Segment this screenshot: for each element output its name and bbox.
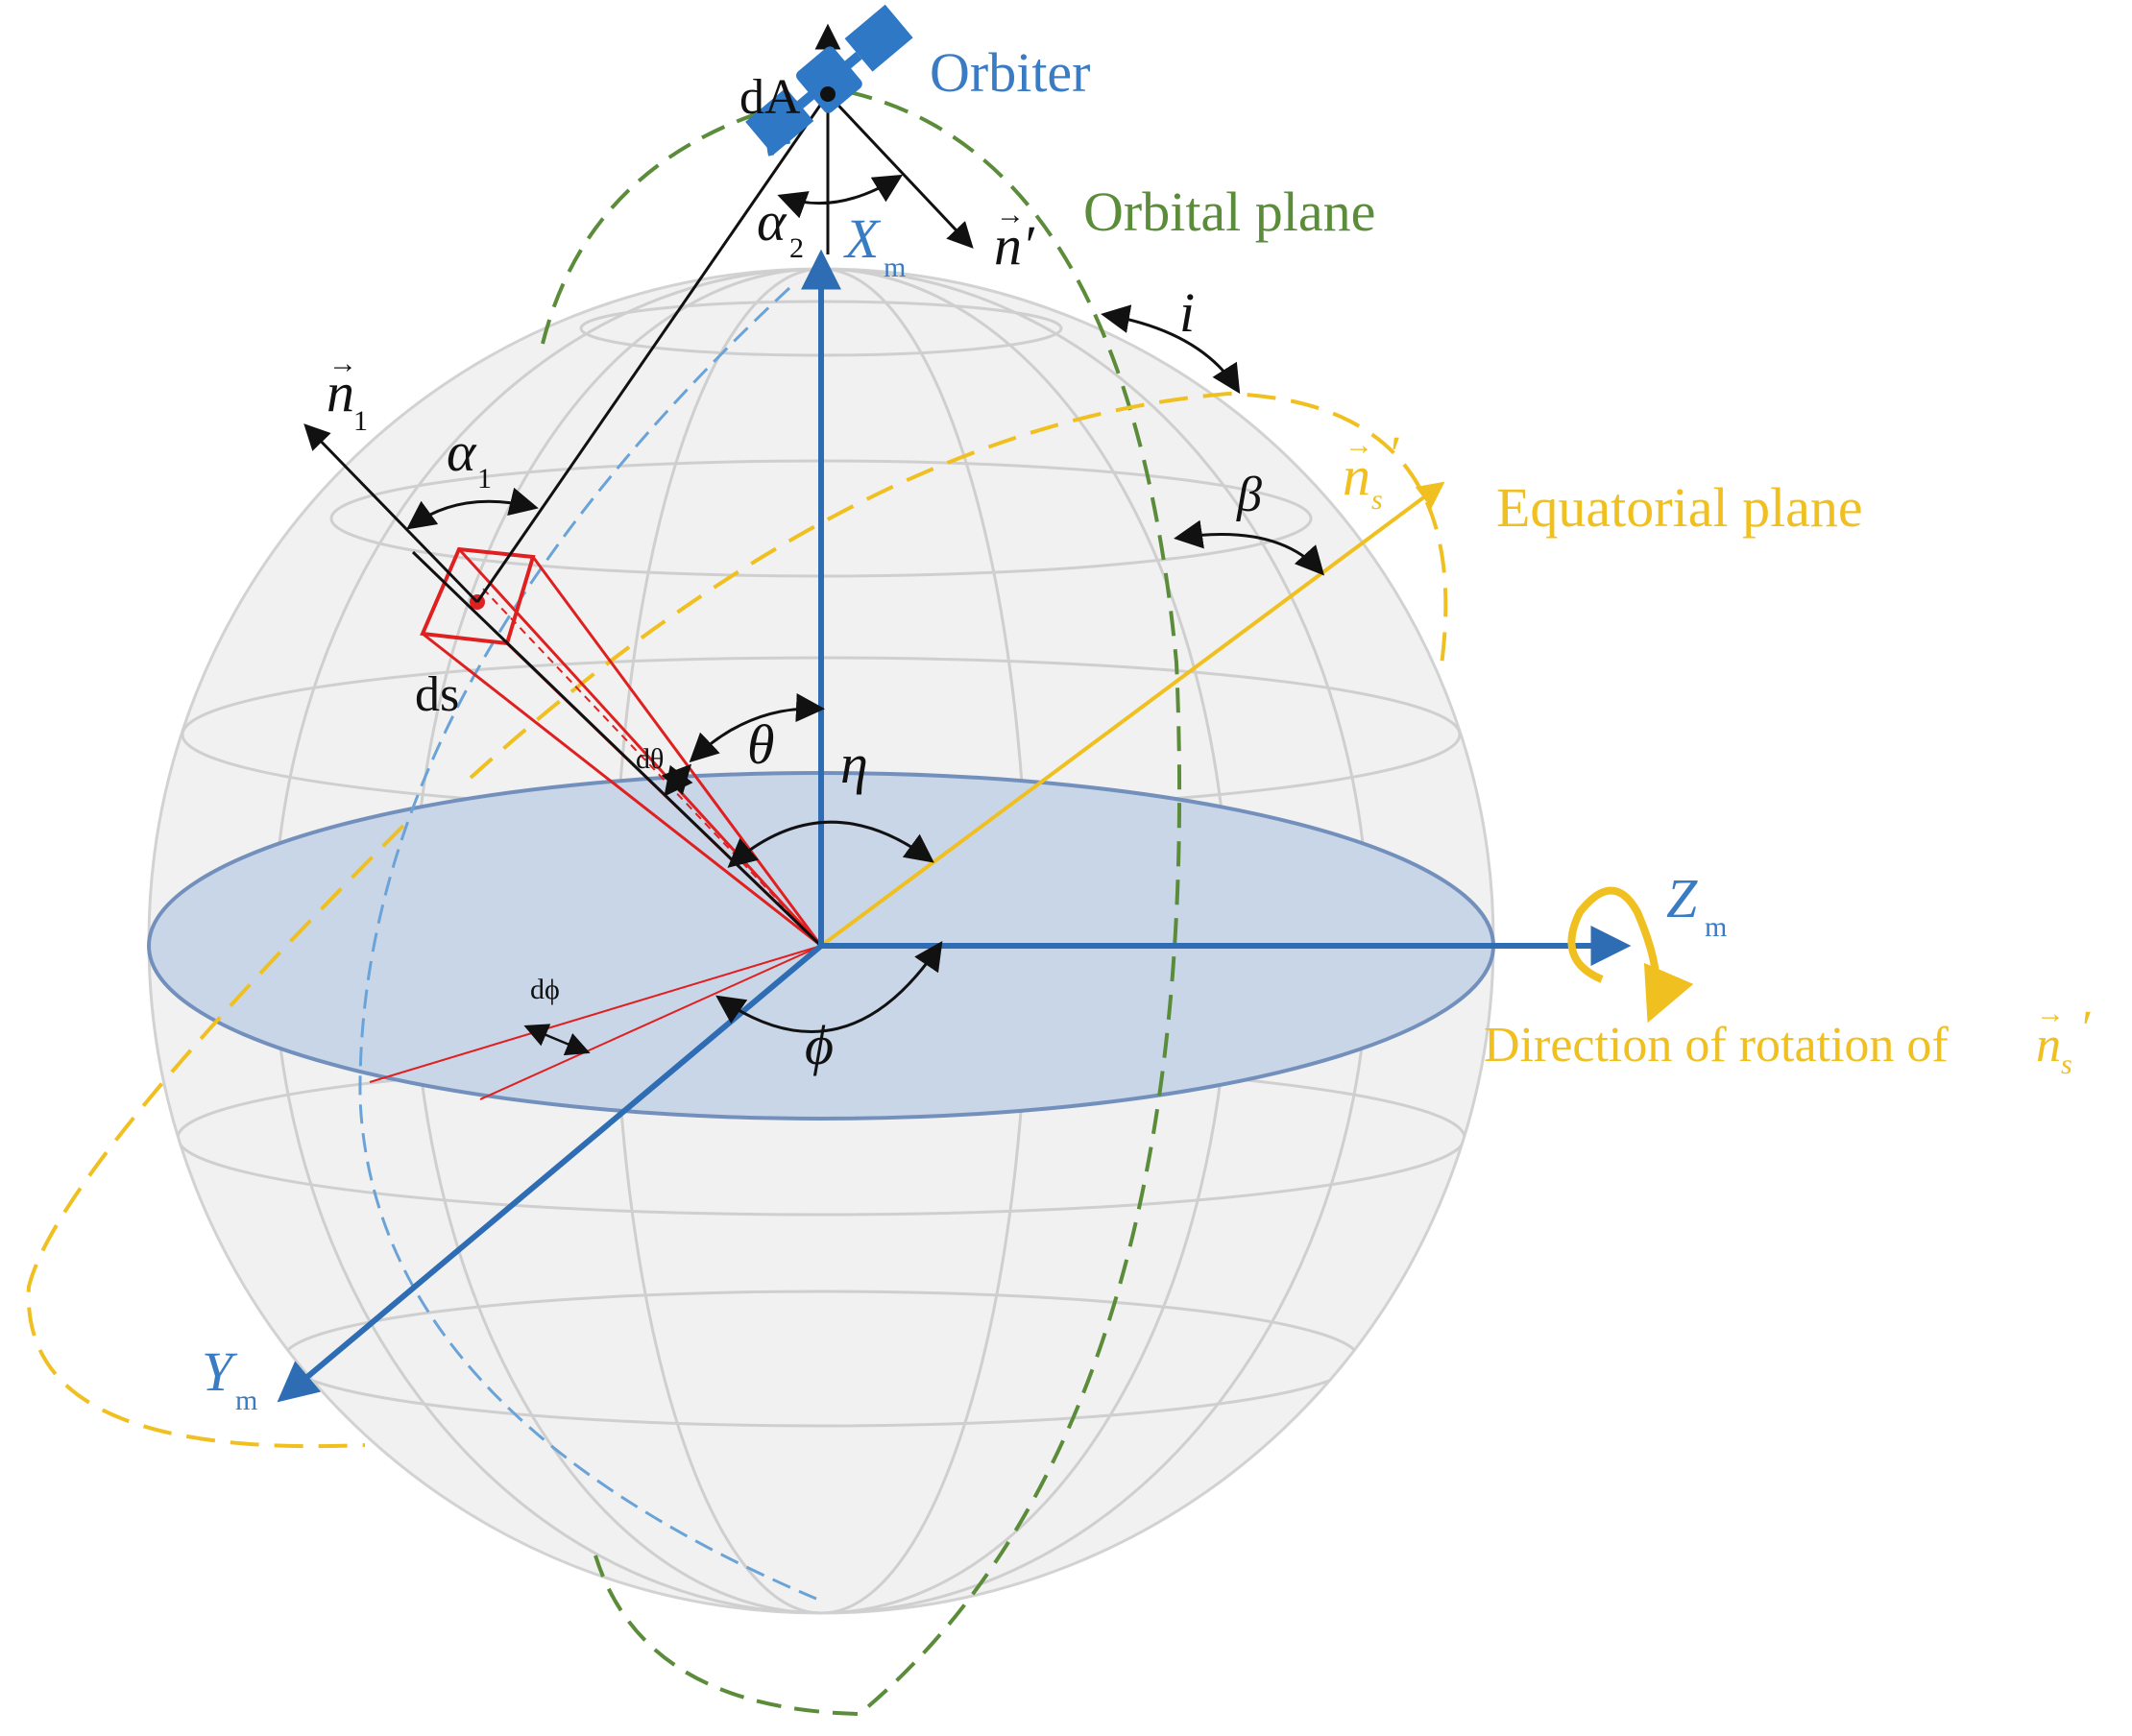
alpha1-label: α xyxy=(447,421,477,483)
orbiter-label: Orbiter xyxy=(930,41,1091,104)
ds-label: ds xyxy=(415,667,459,722)
satellite-icon xyxy=(745,4,913,157)
equatorial-plane-label: Equatorial plane xyxy=(1496,476,1863,539)
i-label: i xyxy=(1179,281,1195,344)
n-prime-arrow-accent: → xyxy=(996,199,1025,230)
n1-arrow-accent: → xyxy=(328,348,357,379)
n1-subscript: 1 xyxy=(353,405,368,437)
y-axis-subscript: m xyxy=(235,1385,257,1416)
theta-arc xyxy=(689,693,825,763)
alpha1-subscript: 1 xyxy=(477,463,492,494)
dtheta-label: dθ xyxy=(636,743,664,775)
phi-arc xyxy=(715,941,943,1033)
i-arc xyxy=(1101,304,1241,395)
rotation-ns-arrow-accent: → xyxy=(2036,998,2065,1029)
ns-subscript: s xyxy=(1371,484,1383,516)
phi-label: ϕ xyxy=(805,1014,834,1076)
n-prime-label: n′ xyxy=(994,214,1035,277)
ns-prime-mark: ′ xyxy=(1391,427,1401,482)
beta-label: β xyxy=(1236,468,1262,522)
orbital-plane-label: Orbital plane xyxy=(1083,181,1375,243)
dtheta-arc xyxy=(661,763,693,797)
ns-arrow-accent: → xyxy=(1345,429,1373,461)
dashed-meridian xyxy=(358,286,817,1601)
rotation-ns-label: n xyxy=(2036,1018,2061,1073)
x-axis-subscript: m xyxy=(884,252,906,283)
alpha2-label: α xyxy=(757,190,787,253)
z-axis-label: Z xyxy=(1666,867,1698,929)
alpha2-subscript: 2 xyxy=(789,232,804,264)
theta-label: θ xyxy=(747,713,775,776)
rotation-arrow xyxy=(1567,886,1694,1024)
rotation-label: Direction of rotation of xyxy=(1484,1018,1949,1073)
z-axis-subscript: m xyxy=(1705,911,1727,943)
alpha2-arc xyxy=(777,174,904,219)
dphi-arc xyxy=(523,1024,591,1056)
center-to-ds-line xyxy=(411,550,823,948)
x-axis-label: X xyxy=(843,207,882,270)
alpha1-arc xyxy=(406,487,539,530)
da-label: dA xyxy=(739,70,801,125)
n-prime-vector xyxy=(826,92,974,249)
dphi-label: dϕ xyxy=(530,974,560,1005)
n1-normal-vector xyxy=(303,423,479,604)
beta-arc xyxy=(1174,519,1325,576)
rotation-ns-prime-mark: ′ xyxy=(2082,1001,2093,1056)
eta-label: η xyxy=(840,733,868,795)
eta-arc xyxy=(727,820,934,868)
ns-prime-vector xyxy=(819,481,1445,948)
n1-label: n xyxy=(327,361,354,423)
rotation-ns-subscript: s xyxy=(2061,1049,2072,1080)
ns-label: n xyxy=(1343,445,1370,507)
y-axis-label: Y xyxy=(202,1340,238,1403)
